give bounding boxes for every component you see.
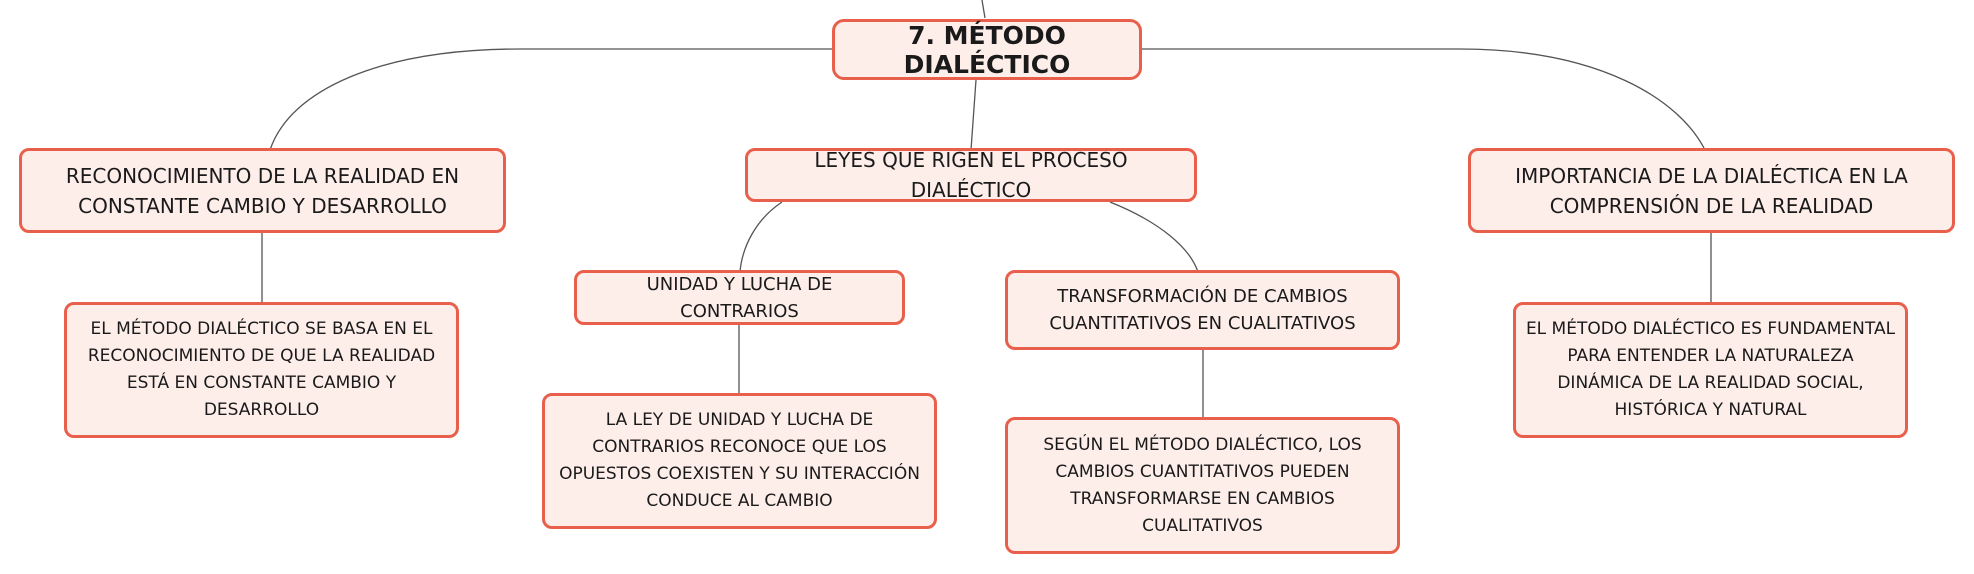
detail-node-reconocimiento[interactable]: EL MÉTODO DIALÉCTICO SE BASA EN EL RECON… [64,302,459,438]
connector-root-to-branch-1 [269,48,832,151]
detail-node-transformacion[interactable]: SEGÚN EL MÉTODO DIALÉCTICO, LOS CAMBIOS … [1005,417,1400,554]
branch-node-importancia[interactable]: IMPORTANCIA DE LA DIALÉCTICA EN LA COMPR… [1468,148,1955,233]
root-topic-node[interactable]: 7. MÉTODO DIALÉCTICO [832,19,1142,80]
branch-node-reconocimiento[interactable]: RECONOCIMIENTO DE LA REALIDAD EN CONSTAN… [19,148,506,233]
detail-node-unidad-lucha[interactable]: LA LEY DE UNIDAD Y LUCHA DE CONTRARIOS R… [542,393,937,529]
connector-root-top [981,0,986,19]
connector-root-to-branch-3 [1140,48,1706,151]
detail-node-importancia[interactable]: EL MÉTODO DIALÉCTICO ES FUNDAMENTAL PARA… [1513,302,1908,438]
connector-branch-2-to-child-1 [739,201,783,273]
subtopic-node-transformacion[interactable]: TRANSFORMACIÓN DE CAMBIOS CUANTITATIVOS … [1005,270,1400,350]
connector-root-to-branch-2 [970,79,977,151]
connector-branch-2-to-child-2 [1109,201,1199,273]
subtopic-node-unidad-lucha[interactable]: UNIDAD Y LUCHA DE CONTRARIOS [574,270,905,325]
branch-node-leyes[interactable]: LEYES QUE RIGEN EL PROCESO DIALÉCTICO [745,148,1197,202]
